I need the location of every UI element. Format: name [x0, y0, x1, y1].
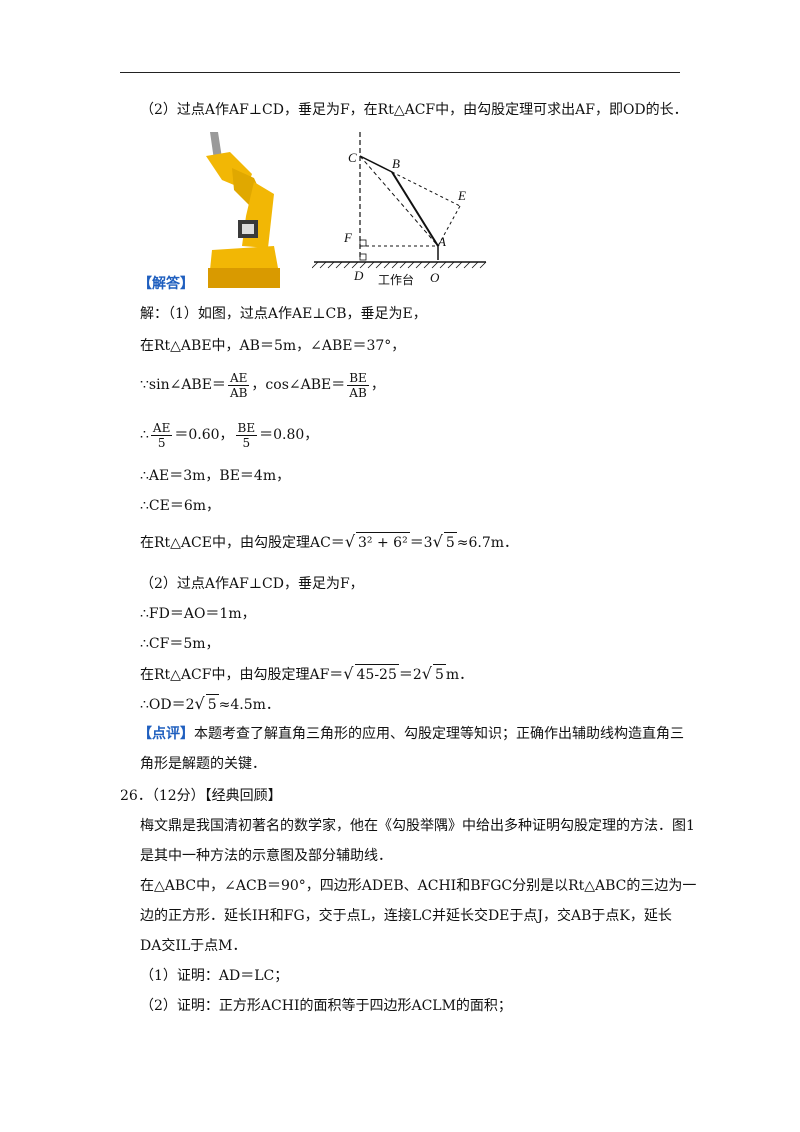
text-line: （2）过点A作AF⊥CD，垂足为F，在Rt△ACF中，由勾股定理可求出AF，即O… — [140, 102, 688, 118]
label-o: O — [430, 270, 440, 285]
text-line: 解：（1）如图，过点A作AE⊥CB，垂足为E， — [140, 306, 427, 322]
ac-line: 在Rt△ACE中，由勾股定理AC＝√3² + 6²＝3√5≈6.7m． — [140, 532, 519, 551]
dashed-line-ca — [359, 155, 439, 247]
text-line: （2）过点A作AF⊥CD，垂足为F， — [140, 576, 364, 592]
text-line: 边的正方形．延长IH和FG，交于点L，连接LC并延长交DE于点J，交AB于点K，… — [140, 908, 672, 924]
text-line: 在Rt△ABE中，AB＝5m，∠ABE＝37°， — [140, 338, 406, 354]
od-line: ∴OD＝2√5≈4.5m． — [140, 694, 280, 713]
robot-arm-image — [192, 128, 284, 288]
text-line: 角形是解题的关键． — [140, 756, 266, 772]
text-line: 梅文鼎是我国清初著名的数学家，他在《勾股举隅》中给出多种证明勾股定理的方法．图1 — [140, 818, 695, 834]
text-line: ∴AE＝3m，BE＝4m， — [140, 468, 291, 484]
text-line: 在△ABC中，∠ACB＝90°，四边形ADEB、ACHI和BFGC分别是以Rt△… — [140, 878, 697, 894]
label-e: E — [457, 188, 466, 203]
label-d: D — [353, 268, 364, 283]
question-header: 26．（12分）【经典回顾】 — [120, 788, 282, 804]
text-line: （1）证明：AD＝LC； — [140, 968, 289, 984]
text-line: （2）证明：正方形ACHI的面积等于四边形ACLM的面积； — [140, 998, 512, 1014]
segment-cb — [359, 155, 393, 173]
text-line: 是其中一种方法的示意图及部分辅助线． — [140, 848, 392, 864]
segment-ba — [391, 171, 439, 247]
dashed-line-be — [391, 171, 461, 207]
text-line: ∴CE＝6m， — [140, 498, 221, 514]
label-a: A — [437, 234, 446, 249]
geometry-diagram: C B E F A D O 工作台 — [312, 132, 487, 287]
text-line: DA交IL于点M． — [140, 938, 247, 954]
dashed-line-ea — [437, 205, 461, 247]
jieda-tag: 【解答】 — [138, 276, 194, 292]
dianping-tag: 【点评】 — [138, 726, 194, 742]
header-rule — [120, 72, 680, 73]
comment-line: 【点评】本题考查了解直角三角形的应用、勾股定理等知识；正确作出辅助线构造直角三 — [138, 726, 684, 742]
label-b: B — [392, 156, 400, 171]
label-c: C — [348, 150, 357, 165]
label-f: F — [343, 230, 353, 245]
text-line: ∴CF＝5m， — [140, 636, 220, 652]
label-workbench: 工作台 — [378, 272, 414, 287]
text-line: ∴FD＝AO＝1m， — [140, 606, 256, 622]
